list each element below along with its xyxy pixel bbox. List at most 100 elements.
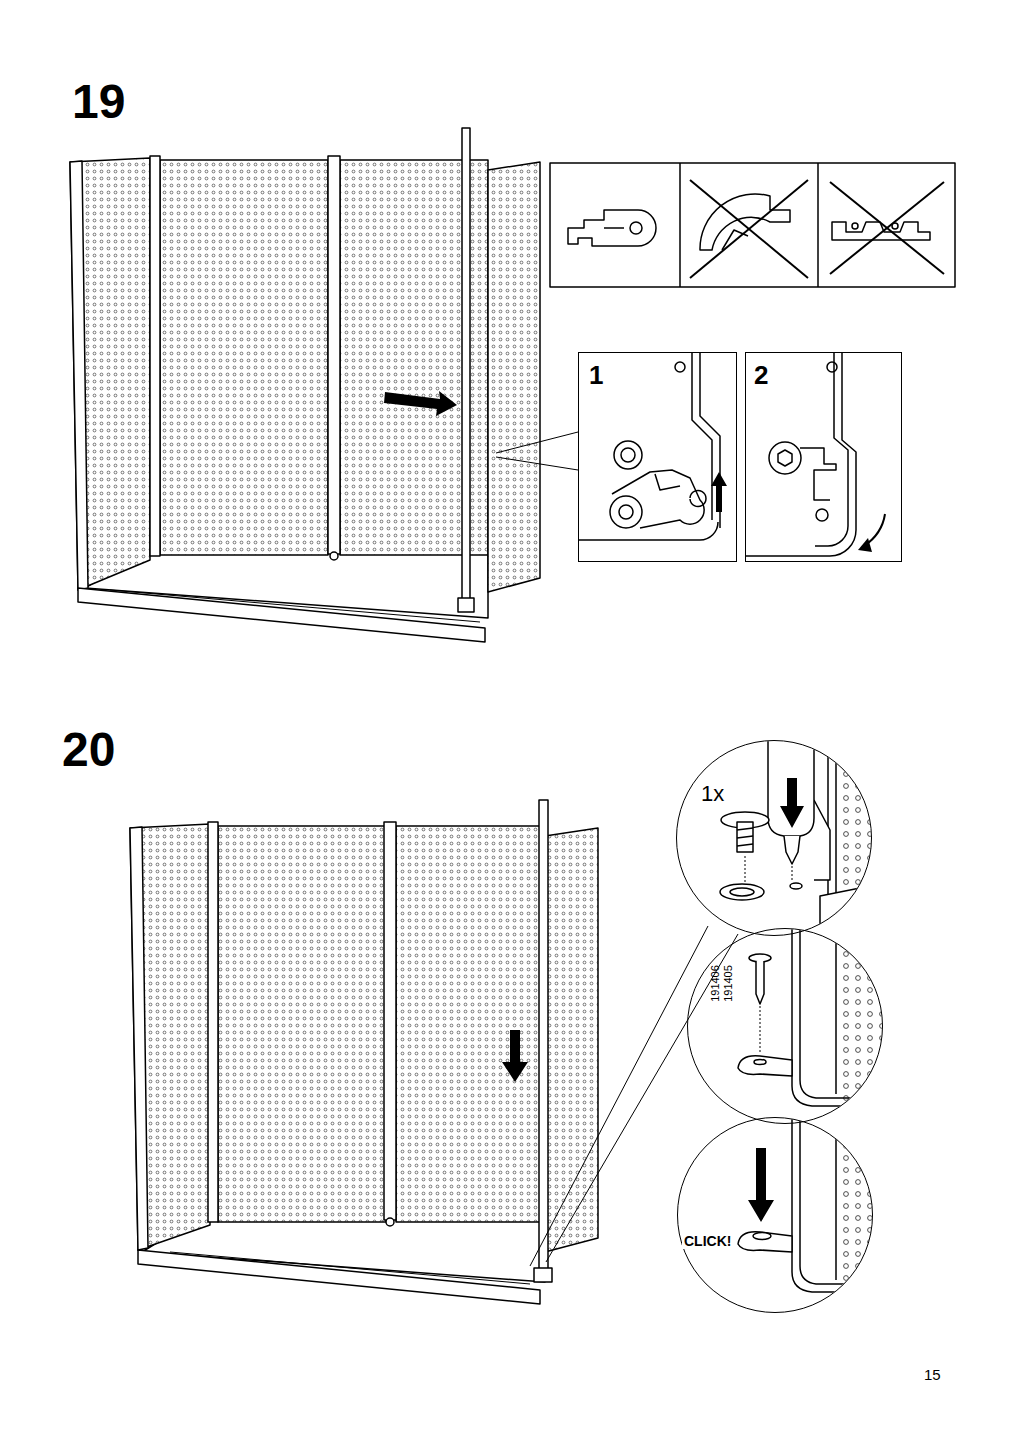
detail-box: 2 [745, 352, 902, 562]
detail-circle-1-part [790, 883, 802, 889]
profile-insets-part [830, 182, 944, 274]
detail-circle-1-part [737, 828, 753, 846]
detail-circle: CLICK! [677, 1117, 873, 1313]
cabinet-20-part [138, 1250, 540, 1304]
profile-insets-part [832, 222, 930, 240]
profile-insets-part [604, 227, 624, 229]
detail-inset-1 [578, 352, 727, 540]
cabinet-20-part [539, 800, 548, 1278]
cabinet-20-part [546, 934, 738, 1262]
profile-insets-part [679, 163, 681, 287]
detail-circle-2-part [756, 961, 764, 1004]
cabinet-20-part [208, 822, 218, 1222]
callout-text: 1 [589, 362, 603, 388]
cabinet-19-part [150, 156, 160, 556]
detail-circle-3-part [753, 1233, 771, 1240]
detail-circle-2-part [754, 1060, 766, 1065]
detail-circle-2-part [792, 928, 860, 1106]
cabinet-20-part [534, 1268, 552, 1282]
profile-insets-part [700, 194, 790, 250]
detail-circle-2 [738, 928, 882, 1128]
cabinet-20-part [218, 826, 386, 1222]
detail-circle-1-part [737, 822, 753, 852]
cabinet-19-part [458, 598, 474, 612]
cabinet-19-part [328, 156, 340, 554]
detail-inset-1-part [578, 522, 718, 540]
detail-inset-2-part [769, 442, 801, 474]
detail-circle-1-part [745, 856, 746, 884]
cabinet-19-part [70, 161, 88, 590]
profile-insets-part [550, 163, 955, 287]
detail-inset-1-part [619, 505, 633, 519]
detail-circle-3-part [835, 1117, 837, 1280]
detail-circle-1-part [792, 866, 793, 882]
detail-inset-1-part [655, 474, 706, 507]
detail-circle-3-part [792, 1117, 860, 1292]
detail-inset-2 [745, 352, 885, 556]
detail-circle-1-part [768, 740, 814, 836]
callout-text: 2 [754, 362, 768, 388]
cabinet-20-part [502, 1030, 528, 1082]
cabinet-20-part [396, 826, 544, 1222]
detail-circle-2-part [800, 928, 860, 1098]
detail-circle-3-part [842, 1117, 882, 1317]
profile-insets-part [690, 180, 808, 278]
cabinet-20-part [384, 822, 396, 1220]
detail-circle-3-part [738, 1232, 792, 1252]
cabinet-20-part [386, 1218, 394, 1226]
part-number: 191405 [723, 965, 734, 1002]
detail-inset-1-part [610, 496, 642, 528]
detail-circle-3 [738, 1117, 882, 1317]
detail-inset-2-part [827, 362, 837, 372]
detail-inset-2-part [745, 352, 856, 556]
detail-inset-2-part [778, 450, 792, 466]
profile-insets-part [690, 180, 808, 278]
detail-circle: 1x [676, 740, 872, 936]
detail-circle-1-part [784, 836, 800, 864]
cabinet-19-part [330, 552, 338, 560]
detail-circle-2-part [835, 928, 837, 1094]
detail-circle: 191406191405 [687, 928, 883, 1124]
callout-text: 1x [701, 783, 724, 805]
cabinet-20-part [130, 824, 210, 1250]
detail-inset-2-part [800, 448, 836, 500]
cabinet-20-part [530, 926, 708, 1266]
cabinet-20-part [170, 1252, 530, 1284]
cabinet-19-part [496, 457, 578, 470]
detail-circle-2-part [738, 1056, 792, 1076]
cabinet-19-part [160, 160, 328, 555]
cabinet-19 [70, 128, 578, 642]
profile-insets-part [568, 210, 656, 246]
detail-circle-1-part [838, 740, 878, 940]
step-number: 19 [72, 78, 125, 126]
detail-circle-2-part [749, 954, 771, 962]
detail-circle-1-part [730, 888, 754, 896]
detail-circle-1-part [780, 778, 804, 828]
cabinet-19-part [78, 588, 485, 642]
detail-circle-1-part [820, 888, 860, 926]
detail-circle-1-part [814, 800, 830, 880]
detail-inset-2-part [816, 509, 828, 521]
detail-box: 1 [578, 352, 737, 562]
step-number: 20 [62, 726, 115, 774]
cabinet-20-part [545, 828, 598, 1252]
detail-inset-2-part [858, 538, 872, 552]
detail-inset-1-part [621, 448, 635, 462]
detail-circle-2-part [760, 1006, 761, 1054]
cabinet-19-part [384, 391, 457, 416]
cabinet-19-part [462, 128, 470, 610]
cabinet-19-part [496, 432, 578, 453]
profile-insets-part [830, 182, 944, 274]
callout-text: CLICK! [682, 1233, 733, 1249]
detail-circle-1 [720, 740, 878, 940]
part-number: 191406 [710, 965, 721, 1002]
detail-circle-1-part [720, 884, 764, 900]
profile-insets-part [630, 222, 642, 234]
cabinet-19-part [110, 590, 480, 622]
page-number: 15 [924, 1367, 941, 1382]
detail-inset-1-part [711, 472, 727, 512]
profile-insets-part [817, 163, 819, 287]
cabinet-20-part [130, 827, 148, 1250]
